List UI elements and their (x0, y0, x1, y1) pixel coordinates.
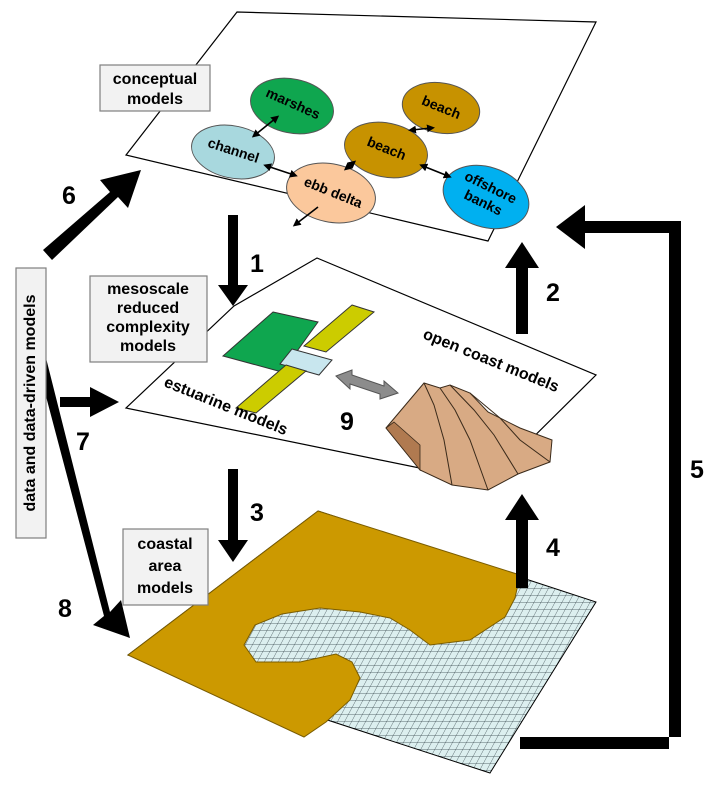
link-ebbdelta-out (292, 206, 319, 227)
node-beach-top: beach (401, 81, 481, 135)
link-beach-beach (408, 124, 435, 134)
conceptual-label-2: models (127, 91, 183, 108)
arrow-2-label: 2 (546, 279, 560, 307)
coastal-plane (126, 510, 597, 774)
link-beach-offshore (419, 163, 452, 179)
arrow-3 (218, 469, 248, 562)
concept-links (251, 115, 452, 227)
conceptual-label-box: conceptual models (99, 64, 211, 112)
big-arrows (38, 170, 681, 749)
node-ebb-delta: ebb delta (286, 162, 376, 224)
arrow-8-label: 8 (58, 595, 72, 623)
node-channel: channel (191, 124, 275, 180)
arrow-1 (218, 215, 248, 306)
arrow-2 (505, 242, 539, 334)
arrow-3-label: 3 (250, 499, 264, 527)
coastal-label-1: coastal (137, 536, 192, 553)
link-channel-ebbdelta (263, 163, 298, 178)
mesoscale-label-box: mesoscale reduced complexity models (89, 275, 208, 363)
yellow-rectangle-bottom (234, 364, 308, 414)
data-models-label: data and data-driven models (22, 294, 39, 511)
exchange-arrow-9 (335, 369, 399, 400)
arrow-5-label: 5 (690, 456, 704, 484)
arrow-7 (60, 387, 119, 417)
link-marshes-channel (251, 115, 280, 138)
coastal-label-2: area (149, 558, 182, 575)
mesoscale-label-2: reduced (117, 300, 179, 317)
blue-rectangle (279, 348, 333, 376)
data-models-label-box: data and data-driven models (15, 267, 47, 539)
arrow-7-label: 7 (76, 428, 90, 456)
coastal-label-3: models (137, 580, 193, 597)
arrow-1-label: 1 (250, 250, 264, 278)
node-beach-mid: beach (344, 121, 428, 179)
arrow-6-label: 6 (62, 182, 76, 210)
mesoscale-shapes (221, 304, 376, 414)
coastal-label-box: coastal area models (122, 528, 209, 606)
mesoscale-label-4: models (120, 338, 176, 355)
arrow-9-label: 9 (340, 408, 354, 436)
open-coast-surface (385, 382, 553, 491)
yellow-rectangle-top (302, 304, 376, 353)
mesoscale-label-1: mesoscale (107, 281, 189, 298)
node-offshore-banks: offshore banks (442, 164, 530, 230)
arrow-4-label: 4 (546, 534, 560, 562)
mesoscale-label-3: complexity (106, 319, 190, 336)
link-beach-ebbdelta (343, 160, 357, 171)
arrow-6 (43, 170, 141, 260)
conceptual-label-1: conceptual (113, 71, 197, 88)
arrow-8 (38, 358, 130, 638)
arrow-4 (505, 494, 539, 588)
land-area (127, 510, 521, 738)
